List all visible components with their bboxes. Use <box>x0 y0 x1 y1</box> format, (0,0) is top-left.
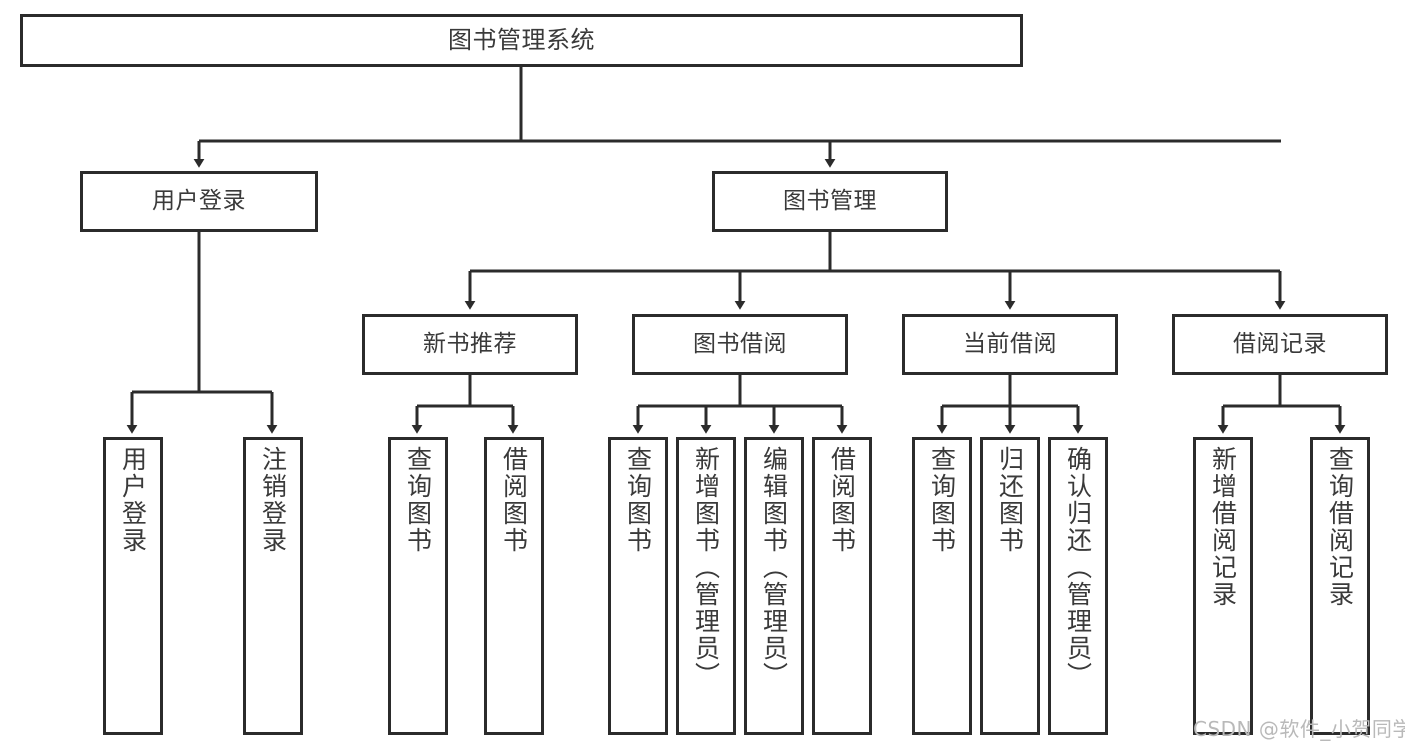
leaf-new-book-borrow-book[interactable]: 借阅图书 <box>484 437 544 735</box>
node-label: 确认归还（管理员） <box>1063 446 1093 689</box>
node-label: 用户登录 <box>118 446 148 554</box>
node-label: 新增借阅记录 <box>1208 446 1238 608</box>
node-label: 图书管理系统 <box>448 26 595 55</box>
node-book-management[interactable]: 图书管理 <box>712 171 948 232</box>
node-label: 借阅图书 <box>499 446 529 554</box>
node-label: 新增图书（管理员） <box>691 446 721 689</box>
csdn-watermark: CSDN @软件_小贺同学 <box>1193 717 1405 741</box>
leaf-book-borrow-borrow-book[interactable]: 借阅图书 <box>812 437 872 735</box>
node-label: 注销登录 <box>258 446 288 554</box>
node-borrow-record[interactable]: 借阅记录 <box>1172 314 1388 375</box>
node-user-login[interactable]: 用户登录 <box>80 171 318 232</box>
leaf-user-login-login[interactable]: 用户登录 <box>103 437 163 735</box>
node-label: 图书管理 <box>783 187 877 214</box>
node-root-book-management-system[interactable]: 图书管理系统 <box>20 14 1023 67</box>
node-label: 图书借阅 <box>693 330 787 357</box>
leaf-new-book-query-book[interactable]: 查询图书 <box>388 437 448 735</box>
node-current-borrow[interactable]: 当前借阅 <box>902 314 1118 375</box>
node-label: 查询借阅记录 <box>1325 446 1355 608</box>
node-label: 新书推荐 <box>423 330 517 357</box>
leaf-current-borrow-confirm-return-admin[interactable]: 确认归还（管理员） <box>1048 437 1108 735</box>
node-label: 用户登录 <box>152 187 246 214</box>
leaf-user-login-logout[interactable]: 注销登录 <box>243 437 303 735</box>
node-label: 归还图书 <box>995 446 1025 554</box>
node-label: 编辑图书（管理员） <box>759 446 789 689</box>
node-label: 借阅图书 <box>827 446 857 554</box>
node-label: 当前借阅 <box>963 330 1057 357</box>
node-book-borrow[interactable]: 图书借阅 <box>632 314 848 375</box>
leaf-book-borrow-edit-book-admin[interactable]: 编辑图书（管理员） <box>744 437 804 735</box>
leaf-borrow-record-query-record[interactable]: 查询借阅记录 <box>1310 437 1370 735</box>
node-new-book-recommend[interactable]: 新书推荐 <box>362 314 578 375</box>
leaf-borrow-record-add-record[interactable]: 新增借阅记录 <box>1193 437 1253 735</box>
leaf-book-borrow-query-book[interactable]: 查询图书 <box>608 437 668 735</box>
node-label: 查询图书 <box>623 446 653 554</box>
node-label: 借阅记录 <box>1233 330 1327 357</box>
leaf-current-borrow-return-book[interactable]: 归还图书 <box>980 437 1040 735</box>
leaf-book-borrow-add-book-admin[interactable]: 新增图书（管理员） <box>676 437 736 735</box>
node-label: 查询图书 <box>927 446 957 554</box>
node-label: 查询图书 <box>403 446 433 554</box>
leaf-current-borrow-query-book[interactable]: 查询图书 <box>912 437 972 735</box>
